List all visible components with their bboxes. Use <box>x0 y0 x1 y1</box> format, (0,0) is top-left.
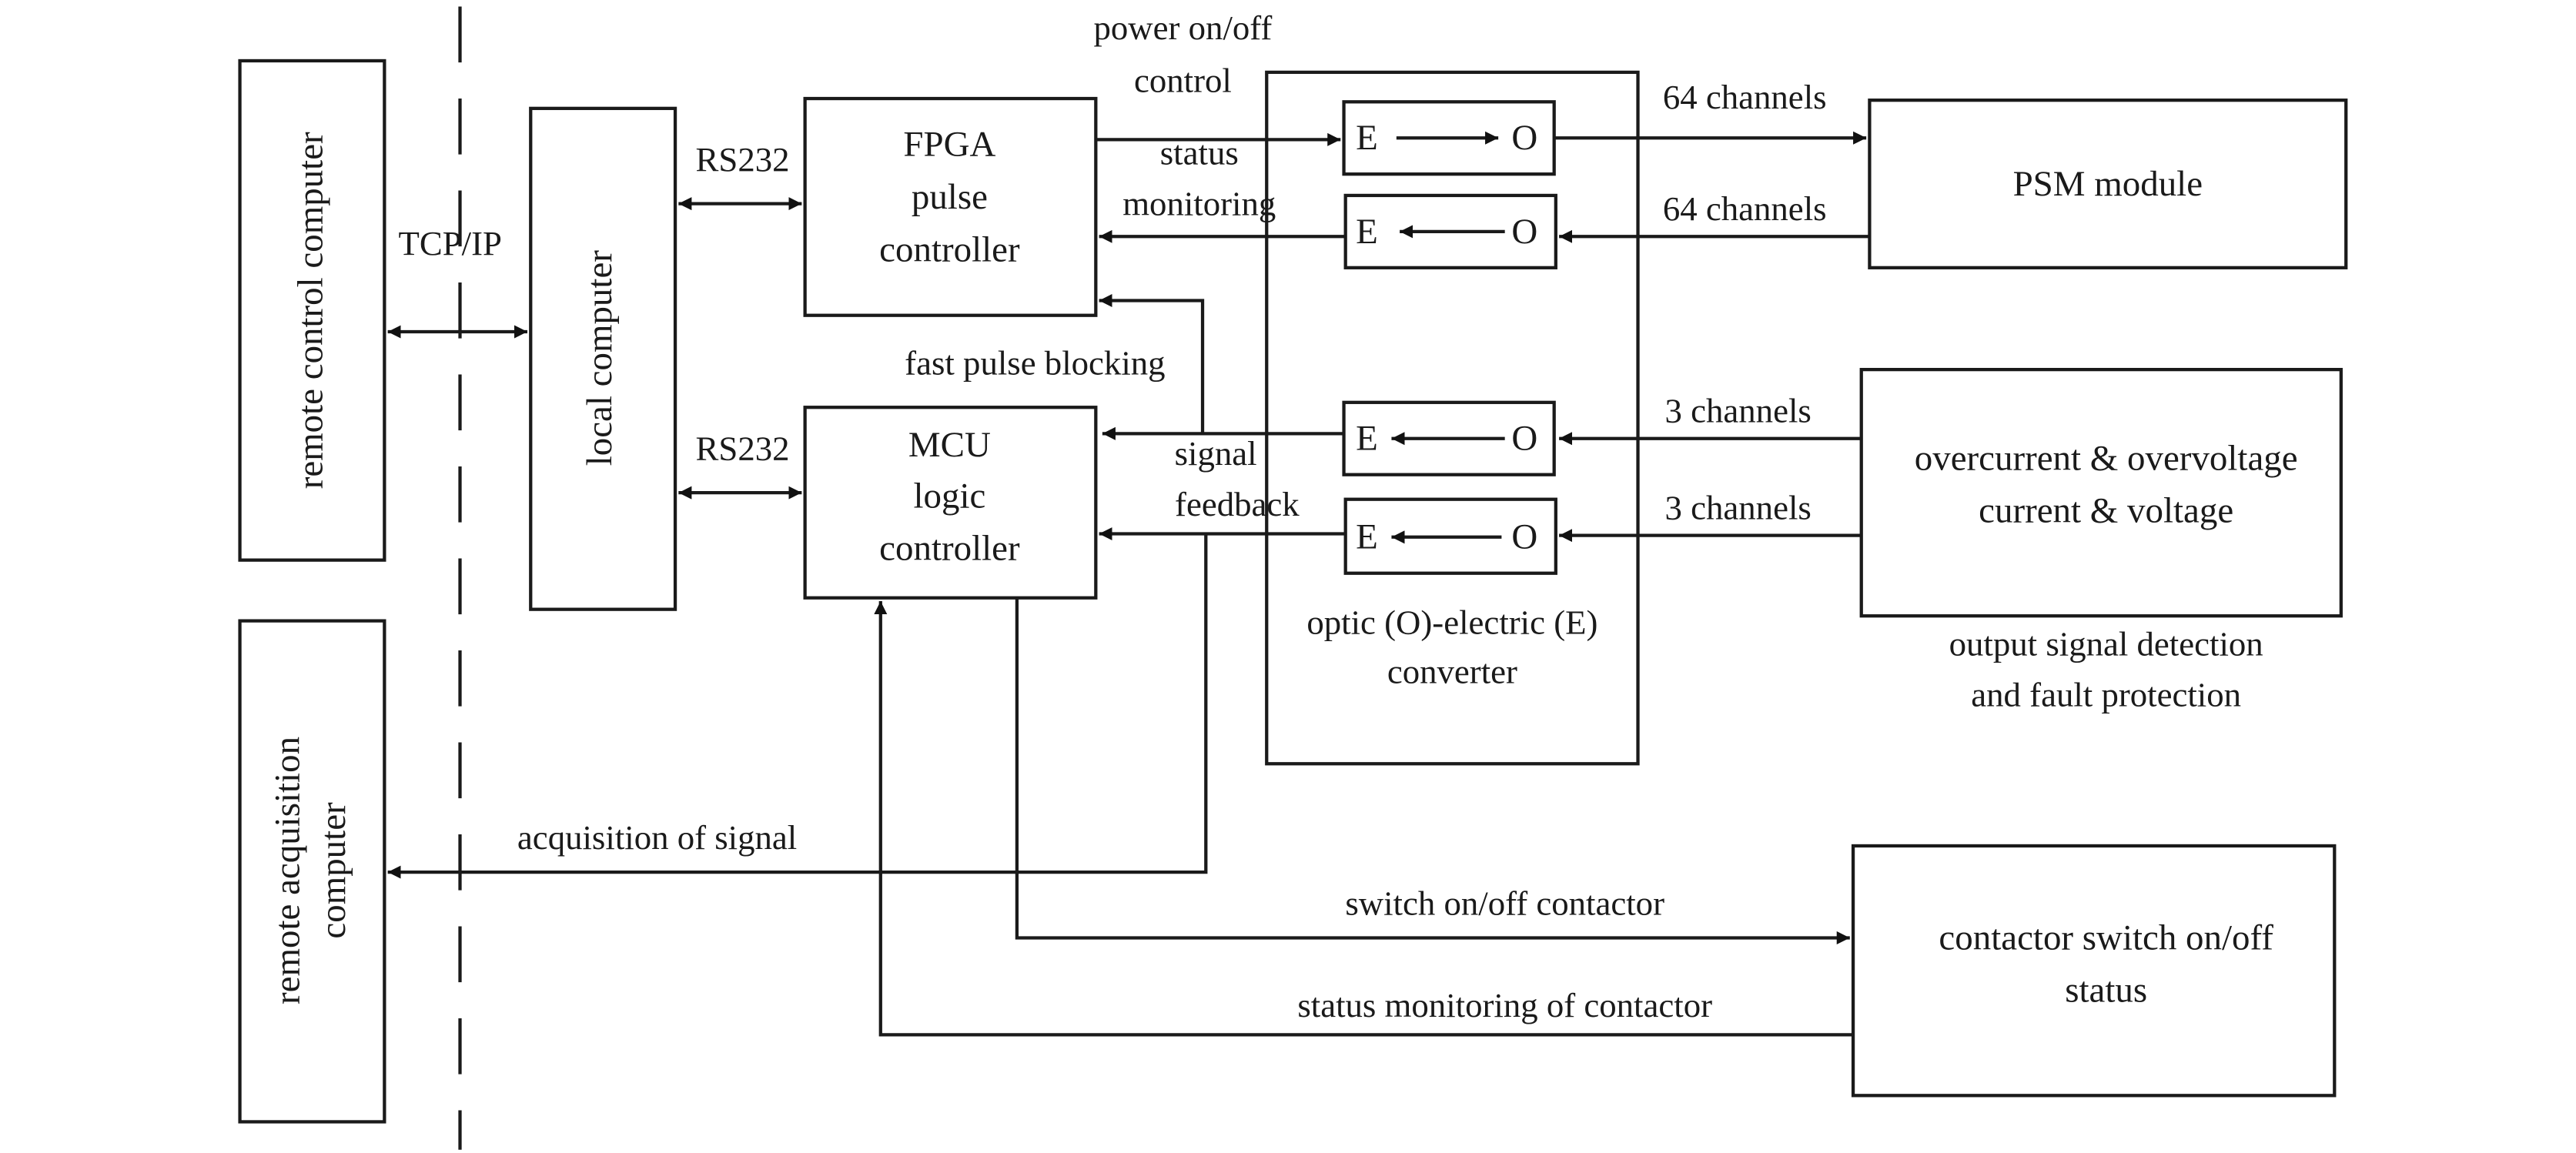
eo-unit-3: E O <box>1342 400 1556 476</box>
ch64-top-label: 64 channels <box>1663 78 1827 116</box>
switch-contactor-label: switch on/off contactor <box>1345 884 1664 923</box>
eo-unit-3-o: O <box>1511 419 1537 459</box>
psm-module-block: PSM module <box>1868 99 2348 269</box>
mcu-logic-controller-block: MCU logic controller <box>803 406 1098 600</box>
fpga-label-2: pulse <box>912 177 988 217</box>
local-computer-label: local computer <box>580 250 620 466</box>
tcpip-label: TCP/IP <box>398 224 501 262</box>
ch3-bottom-label: 3 channels <box>1665 488 1812 526</box>
eo-unit-1: E O <box>1342 100 1556 176</box>
rs232-top-label: RS232 <box>696 140 790 179</box>
remote-acquisition-label-2: computer <box>313 802 353 939</box>
oe-converter-block: optic (O)-electric (E) converter <box>1265 70 1640 766</box>
eo-unit-4-e: E <box>1356 517 1378 557</box>
signal-feedback-label-2: feedback <box>1175 485 1300 523</box>
status-monitoring-label-2: monitoring <box>1122 185 1276 223</box>
converter-caption-2: converter <box>1387 653 1517 691</box>
psm-module-label: PSM module <box>2013 164 2203 204</box>
acquisition-of-signal-arrow <box>387 533 1208 879</box>
ch64-bottom-label: 64 channels <box>1663 189 1827 228</box>
fpga-label-3: controller <box>879 229 1020 269</box>
local-computer-block: local computer <box>529 106 677 611</box>
mcu-label-2: logic <box>913 476 985 516</box>
eo-unit-4: E O <box>1343 497 1557 575</box>
eo-unit-2-e: E <box>1356 212 1378 252</box>
detection-caption-2: and fault protection <box>1971 676 2241 714</box>
remote-acquisition-computer-block: remote acquisition computer <box>238 619 386 1124</box>
signal-feedback-label-1: signal <box>1175 434 1257 473</box>
eo-unit-3-e: E <box>1356 419 1378 459</box>
output-detection-block: overcurrent & overvoltage current & volt… <box>1859 367 2343 714</box>
contactor-block: contactor switch on/off status <box>1851 844 2337 1098</box>
eo-unit-2: E O <box>1343 193 1557 269</box>
mcu-label-1: MCU <box>908 425 991 465</box>
eo-unit-2-o: O <box>1511 212 1537 252</box>
remote-acquisition-label-1: remote acquisition <box>267 737 307 1004</box>
eo-unit-1-o: O <box>1511 118 1537 158</box>
ch3-top-label: 3 channels <box>1665 391 1812 429</box>
detection-caption-1: output signal detection <box>1949 624 2263 663</box>
status-contactor-label: status monitoring of contactor <box>1297 986 1712 1024</box>
detection-label-1: overcurrent & overvoltage <box>1915 438 2298 478</box>
remote-control-computer-block: remote control computer <box>238 58 386 562</box>
mcu-label-3: controller <box>879 529 1020 569</box>
converter-caption-1: optic (O)-electric (E) <box>1306 603 1597 642</box>
rs232-bottom-label: RS232 <box>696 429 790 467</box>
eo-unit-4-o: O <box>1511 517 1537 557</box>
fpga-pulse-controller-block: FPGA pulse controller <box>803 96 1098 317</box>
status-contactor-arrow <box>874 601 1854 1037</box>
fast-pulse-blocking-arrow <box>1099 293 1205 434</box>
acquisition-of-signal-label: acquisition of signal <box>517 818 797 857</box>
power-control-label-2: control <box>1134 61 1232 99</box>
remote-control-computer-label: remote control computer <box>290 132 330 489</box>
contactor-label-2: status <box>2065 971 2147 1011</box>
fast-pulse-blocking-label: fast pulse blocking <box>905 344 1165 383</box>
detection-label-2: current & voltage <box>1979 491 2233 531</box>
power-control-label-1: power on/off <box>1094 8 1273 47</box>
eo-unit-1-e: E <box>1356 118 1378 158</box>
fpga-label-1: FPGA <box>903 125 995 165</box>
contactor-label-1: contactor switch on/off <box>1939 917 2273 957</box>
switch-contactor-arrow <box>1015 597 1850 944</box>
